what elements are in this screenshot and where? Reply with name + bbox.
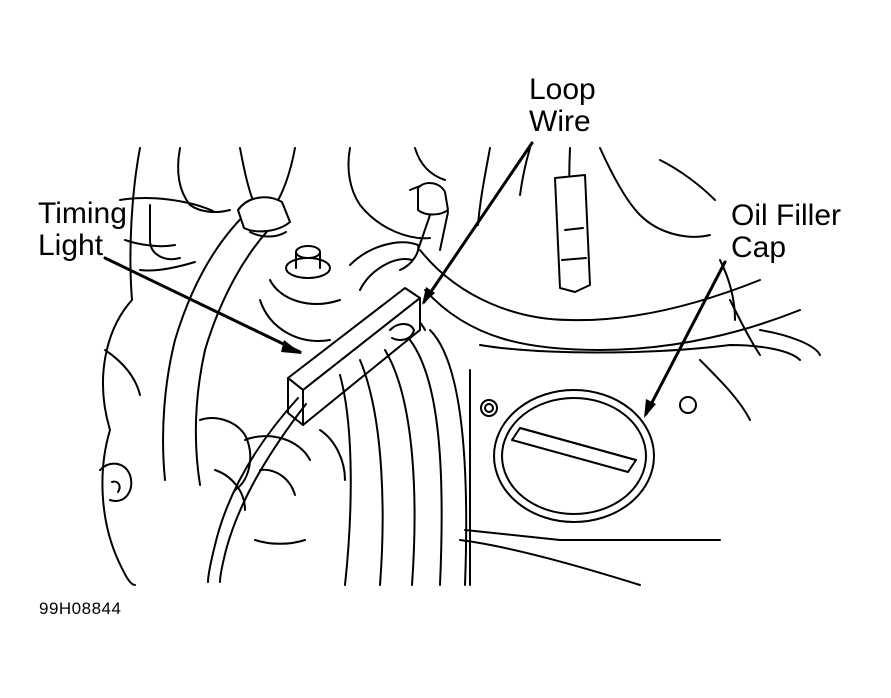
loop-wire-arrowhead	[422, 287, 435, 305]
oil-filler-cap-label-line1: Oil Filler	[731, 199, 841, 232]
hose-upper	[239, 147, 256, 206]
timing-light-arrowhead	[281, 340, 302, 354]
engine-outline-left	[101, 147, 141, 586]
loop-wire-label-line2: Wire	[529, 105, 591, 138]
timing-light-label-line2: Light	[38, 229, 104, 262]
oil-filler-cap-arrowhead	[644, 399, 656, 418]
oil-filler-cap-leader	[644, 260, 727, 416]
timing-light-cord	[207, 397, 299, 583]
loop-wire-label-line1: Loop	[529, 73, 596, 106]
timing-light-label-line1: Timing	[38, 197, 127, 230]
figure-code: 99H08844	[39, 599, 122, 618]
loop-wire-leader	[422, 141, 534, 304]
timing-light-leader	[103, 256, 302, 354]
oil-filler-cap-label: Oil Filler Cap	[731, 200, 841, 264]
loop-wire-label: Loop Wire	[529, 74, 596, 138]
timing-light-label: Timing Light	[38, 198, 127, 262]
oil-filler-cap-label-line2: Cap	[731, 231, 787, 264]
